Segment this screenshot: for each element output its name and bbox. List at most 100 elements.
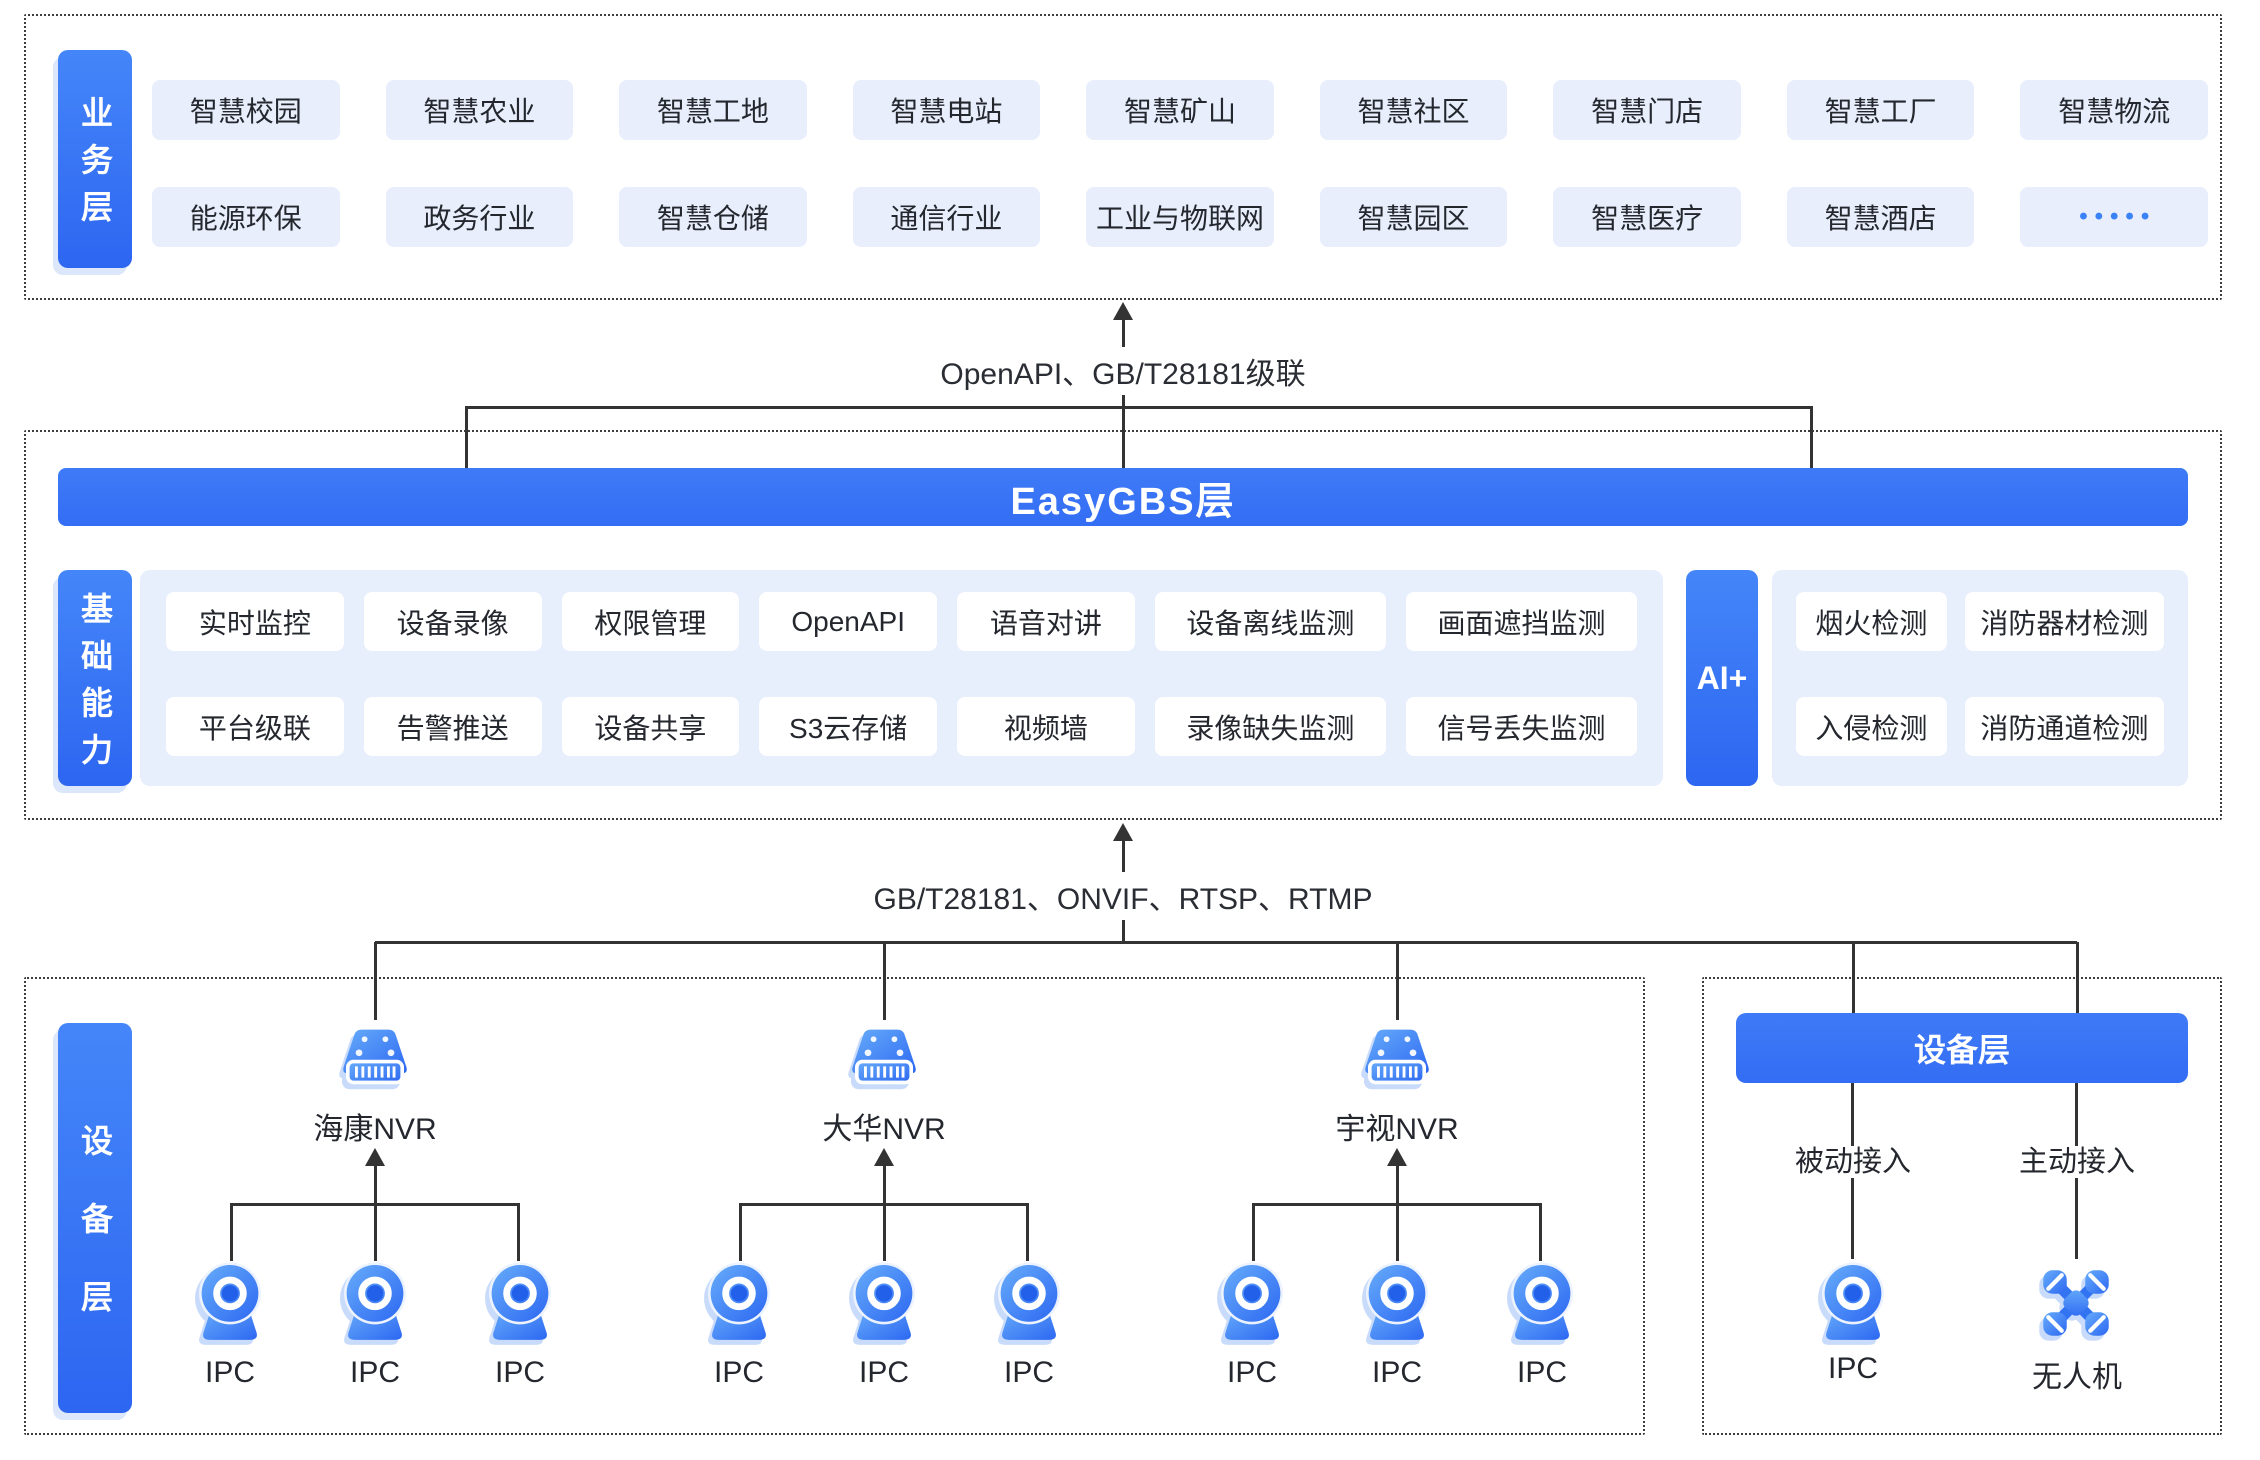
- top-arrow-up-icon: [1113, 302, 1133, 320]
- ipc-label: IPC: [1003, 1356, 1054, 1389]
- capability-tile: 设备录像: [363, 592, 542, 651]
- bottom-connector-label: GB/T28181、ONVIF、RTSP、RTMP: [859, 872, 1387, 920]
- active-access-label: 主动接入: [1957, 1138, 2197, 1180]
- ipc-icon: [332, 1259, 418, 1345]
- ipc-icon: [986, 1259, 1072, 1345]
- ai-panel: 烟火检测 消防器材检测 入侵检测 消防通道检测: [1772, 570, 2188, 786]
- ipc-node: IPC: [696, 1259, 782, 1390]
- ai-plus-label-text: AI+: [1696, 659, 1748, 696]
- ipc-node: IPC: [841, 1259, 927, 1390]
- device-layer-label-text: 设备层: [77, 1124, 113, 1358]
- capability-tile: 设备共享: [561, 697, 740, 756]
- business-tile: 智慧电站: [852, 80, 1041, 140]
- ipc-label: IPC: [494, 1356, 545, 1389]
- business-tile: 智慧矿山: [1086, 80, 1274, 140]
- group-arrow-line: [374, 1163, 377, 1203]
- capability-tile: 画面遮挡监测: [1405, 592, 1637, 651]
- group-arrow-up-icon: [1387, 1148, 1407, 1166]
- business-tile: 智慧酒店: [1786, 187, 1975, 247]
- easygbs-title-bar: EasyGBS层: [58, 468, 2188, 526]
- capability-tile: OpenAPI: [759, 592, 938, 651]
- nvr-group-dahua: 大华NVR IPC IPC IPC: [739, 977, 1029, 1435]
- ipc-icon: [1499, 1259, 1585, 1345]
- business-tile: 能源环保: [152, 187, 340, 247]
- ipc-label: IPC: [1827, 1352, 1878, 1385]
- ipc-node: IPC: [332, 1259, 418, 1390]
- ipc-label: IPC: [1516, 1356, 1567, 1389]
- easygbs-title: EasyGBS层: [1010, 480, 1236, 523]
- drop-line-nvr3: [1396, 942, 1399, 1020]
- business-tile: 通信行业: [852, 187, 1041, 247]
- nvr-icon: [1354, 1020, 1440, 1100]
- capability-tile: 信号丢失监测: [1405, 697, 1637, 756]
- ipc-node: IPC: [986, 1259, 1072, 1390]
- top-connector-bracket: [465, 406, 1813, 468]
- capability-layer-label-text: 基础能力: [77, 591, 113, 780]
- ipc-center-line: [1396, 1203, 1399, 1261]
- ipc-node: IPC: [477, 1259, 563, 1390]
- ipc-icon: [1810, 1259, 1896, 1345]
- ipc-icon: [1354, 1259, 1440, 1345]
- group-arrow-line: [883, 1163, 886, 1203]
- bottom-connector-bus: [375, 941, 2077, 944]
- business-layer-box: [24, 14, 2222, 300]
- business-tile: 智慧社区: [1319, 80, 1508, 140]
- drop-line-nvr2: [883, 942, 886, 1020]
- nvr-label: 宇视NVR: [1335, 1113, 1459, 1146]
- top-connector-label: OpenAPI、GB/T28181级联: [926, 347, 1320, 395]
- passive-access-label: 被动接入: [1733, 1138, 1973, 1180]
- ipc-node: IPC: [1354, 1259, 1440, 1390]
- ipc-icon: [187, 1259, 273, 1345]
- business-tile: 智慧农业: [385, 80, 574, 140]
- drone-icon: [2034, 1261, 2118, 1345]
- capability-layer-label: 基础能力: [58, 570, 132, 786]
- nvr-icon: [332, 1020, 418, 1100]
- business-tile: 政务行业: [385, 187, 574, 247]
- passive-access-text: 被动接入: [1784, 1146, 1921, 1178]
- business-layer-label: 业务层: [58, 50, 132, 268]
- device-access-title: 设备层: [1913, 1032, 2010, 1068]
- business-tile: 工业与物联网: [1086, 187, 1274, 247]
- ipc-node: IPC: [1499, 1259, 1585, 1390]
- group-arrow-up-icon: [365, 1148, 385, 1166]
- active-access-text: 主动接入: [2008, 1146, 2145, 1178]
- ipc-icon: [841, 1259, 927, 1345]
- more-tile: •••••: [2020, 187, 2208, 247]
- drone-label: 无人机: [2032, 1361, 2122, 1394]
- ellipsis-dots-icon: •••••: [2079, 203, 2157, 230]
- ipc-label: IPC: [858, 1356, 909, 1389]
- ipc-node: IPC: [1209, 1259, 1295, 1390]
- drop-line-passive: [1852, 942, 1855, 1013]
- nvr-icon: [841, 1020, 927, 1100]
- business-tiles-grid: 智慧校园 智慧农业 智慧工地 智慧电站 智慧矿山 智慧社区 智慧门店 智慧工厂 …: [152, 80, 2208, 247]
- ipc-icon: [696, 1259, 782, 1345]
- capability-tile: 视频墙: [957, 697, 1135, 756]
- business-tile: 智慧仓储: [619, 187, 807, 247]
- drop-line-active: [2076, 942, 2079, 1013]
- capability-tile: 语音对讲: [957, 592, 1135, 651]
- capability-tile: 权限管理: [561, 592, 740, 651]
- nvr-label: 大华NVR: [822, 1113, 946, 1146]
- ipc-label: IPC: [1371, 1356, 1422, 1389]
- ai-tile: 烟火检测: [1796, 592, 1947, 651]
- ai-plus-label: AI+: [1686, 570, 1758, 786]
- capability-tile: S3云存储: [759, 697, 938, 756]
- ipc-center-line: [374, 1203, 377, 1261]
- ai-tile: 消防器材检测: [1964, 592, 2164, 651]
- ipc-label: IPC: [349, 1356, 400, 1389]
- business-tile: 智慧工地: [619, 80, 807, 140]
- nvr-group-uniview: 宇视NVR IPC IPC IPC: [1252, 977, 1542, 1435]
- group-arrow-line: [1396, 1163, 1399, 1203]
- capability-tile: 录像缺失监测: [1154, 697, 1386, 756]
- group-arrow-up-icon: [874, 1148, 894, 1166]
- capability-tile: 告警推送: [363, 697, 542, 756]
- ipc-icon: [477, 1259, 563, 1345]
- ipc-center-line: [883, 1203, 886, 1261]
- ipc-label: IPC: [713, 1356, 764, 1389]
- ipc-label: IPC: [204, 1356, 255, 1389]
- capability-tile: 平台级联: [166, 697, 344, 756]
- business-tile: 智慧校园: [152, 80, 340, 140]
- business-tile: 智慧医疗: [1553, 187, 1741, 247]
- business-tile: 智慧工厂: [1786, 80, 1975, 140]
